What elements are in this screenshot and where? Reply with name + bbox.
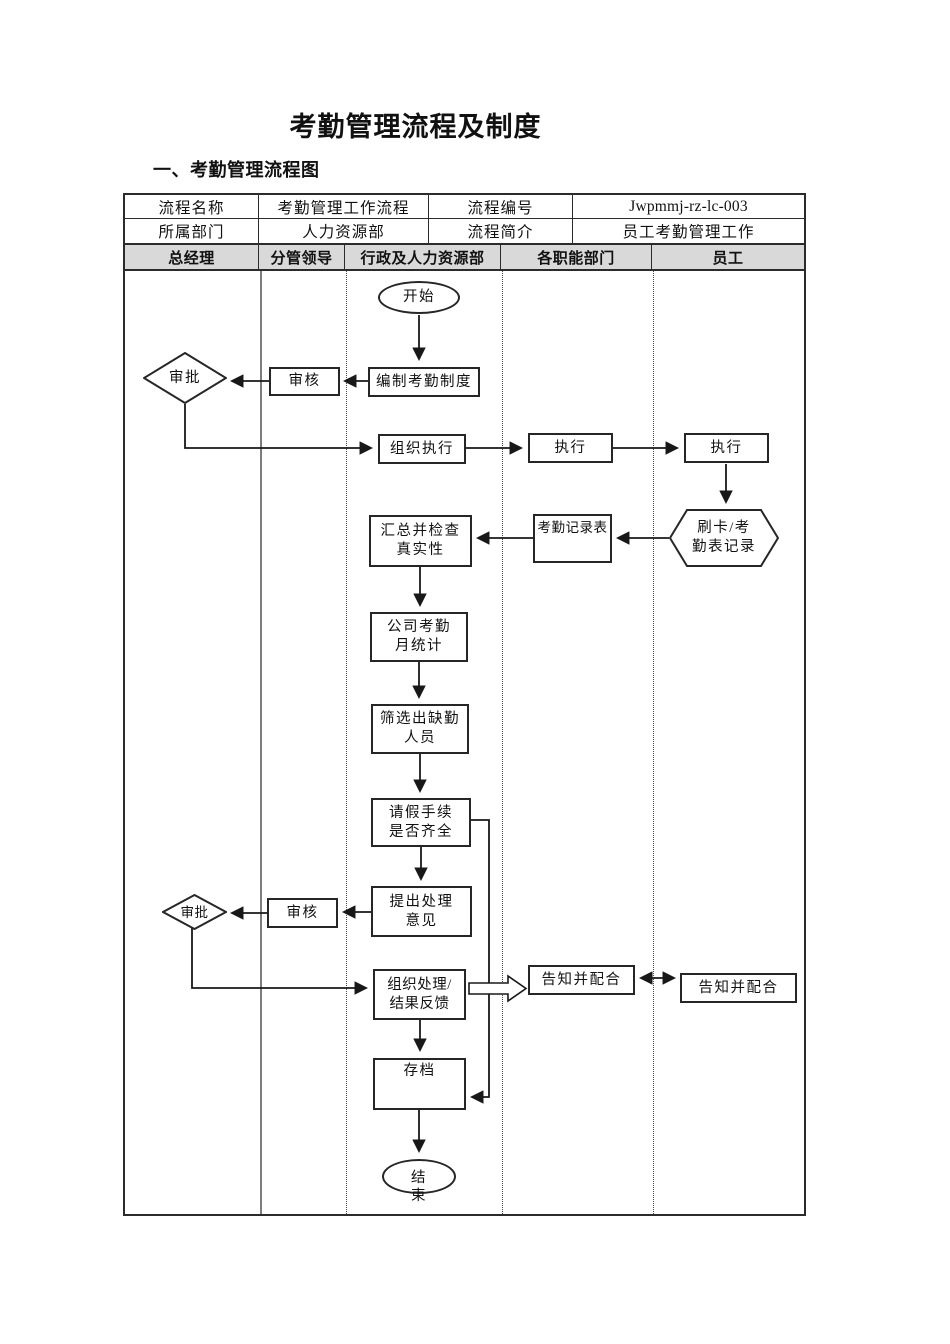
flow-review1-box: 审核 <box>269 367 340 396</box>
flow-draft-policy-label: 编制考勤制度 <box>376 373 472 390</box>
flow-review2-label: 审核 <box>286 904 319 921</box>
flow-summarize-check-label: 汇总并检查 真实性 <box>380 523 461 558</box>
flow-handle-feedback-box: 组织处理/ 结果反馈 <box>373 969 466 1020</box>
flow-approve1-label: 审批 <box>169 369 201 386</box>
flow-review1-label: 审核 <box>288 373 321 389</box>
info-label-process-name: 流程名称 <box>125 195 259 219</box>
flow-end-terminator: 结 束 <box>382 1159 456 1204</box>
flow-start-terminator: 开始 <box>378 281 460 314</box>
flow-end-label: 结 束 <box>411 1170 427 1204</box>
flow-leave-check-box: 请假手续 是否齐全 <box>371 798 471 847</box>
flow-leave-check-label: 请假手续 是否齐全 <box>389 804 453 840</box>
info-value-process-number: Jwpmmj-rz-lc-003 <box>573 195 804 219</box>
flow-approve2-label: 审批 <box>180 904 209 920</box>
flow-notify-employee-box: 告知并配合 <box>680 973 797 1003</box>
flow-execute-employee-box: 执行 <box>684 433 769 463</box>
info-label-department: 所属部门 <box>125 219 259 243</box>
flow-attendance-record-box: 考勤记录表 <box>533 514 612 563</box>
flow-attendance-record-label: 考勤记录表 <box>537 520 608 535</box>
flow-approve1-diamond: 审批 <box>143 352 227 404</box>
lane-divider-1 <box>260 271 262 1214</box>
flow-approve2-diamond: 审批 <box>162 894 227 930</box>
lane-header-employee: 员工 <box>712 250 744 267</box>
info-label-process-number: 流程编号 <box>429 195 573 219</box>
info-value-process-intro: 员工考勤管理工作 <box>573 219 804 243</box>
lane-header-general-manager: 总经理 <box>125 245 259 269</box>
lane-header-supervising-leader: 分管领导 <box>259 245 345 269</box>
flow-review2-box: 审核 <box>267 898 338 928</box>
lane-divider-4 <box>653 271 654 1214</box>
info-label-process-intro: 流程简介 <box>429 219 573 243</box>
swimlane-header-row: 总经理 分管领导 行政及人力资源部 各职能部门 员工 <box>123 245 806 271</box>
flow-organize-execute-label: 组织执行 <box>390 440 454 457</box>
lane-header-admin-hr: 行政及人力资源部 <box>345 245 501 269</box>
flow-filter-absent-label: 筛选出缺勤 人员 <box>380 711 460 746</box>
flow-archive-box: 存档 <box>373 1058 466 1110</box>
flow-archive-label: 存档 <box>403 1063 436 1079</box>
flow-notify-dept-box: 告知并配合 <box>528 965 635 995</box>
flow-notify-dept-label: 告知并配合 <box>541 971 622 988</box>
flow-organize-execute-box: 组织执行 <box>378 434 466 464</box>
flow-start-label: 开始 <box>403 289 435 305</box>
flow-handle-feedback-label: 组织处理/ 结果反馈 <box>387 976 452 1012</box>
page-title: 考勤管理流程及制度 <box>289 112 542 142</box>
flow-notify-employee-label: 告知并配合 <box>698 979 779 996</box>
lane-divider-2 <box>346 271 347 1214</box>
flow-summarize-check-box: 汇总并检查 真实性 <box>369 515 472 567</box>
flow-propose-opinion-label: 提出处理 意见 <box>389 893 454 929</box>
flow-swipe-record-label: 刷卡/考 勤表记录 <box>692 520 756 555</box>
flow-monthly-stats-box: 公司考勤 月统计 <box>370 612 468 662</box>
section-heading: 一、考勤管理流程图 <box>153 160 320 180</box>
flow-monthly-stats-label: 公司考勤 月统计 <box>387 619 451 654</box>
info-value-department: 人力资源部 <box>259 219 429 243</box>
diamond-shape-icon <box>143 352 227 404</box>
flow-execute-employee-label: 执行 <box>710 439 743 456</box>
lane-divider-3 <box>502 271 503 1214</box>
info-value-process-name: 考勤管理工作流程 <box>259 195 429 219</box>
flow-execute-dept-box: 执行 <box>528 433 613 463</box>
flow-swipe-record-hexagon: 刷卡/考 勤表记录 <box>669 509 779 567</box>
process-info-table: 流程名称 考勤管理工作流程 流程编号 Jwpmmj-rz-lc-003 所属部门… <box>123 193 806 245</box>
flow-propose-opinion-box: 提出处理 意见 <box>371 886 472 937</box>
flow-draft-policy-box: 编制考勤制度 <box>368 367 480 397</box>
lane-header-functional-depts: 各职能部门 <box>501 245 652 269</box>
flow-execute-dept-label: 执行 <box>554 439 587 456</box>
flow-filter-absent-box: 筛选出缺勤 人员 <box>371 704 469 754</box>
hexagon-shape-icon <box>669 509 779 567</box>
